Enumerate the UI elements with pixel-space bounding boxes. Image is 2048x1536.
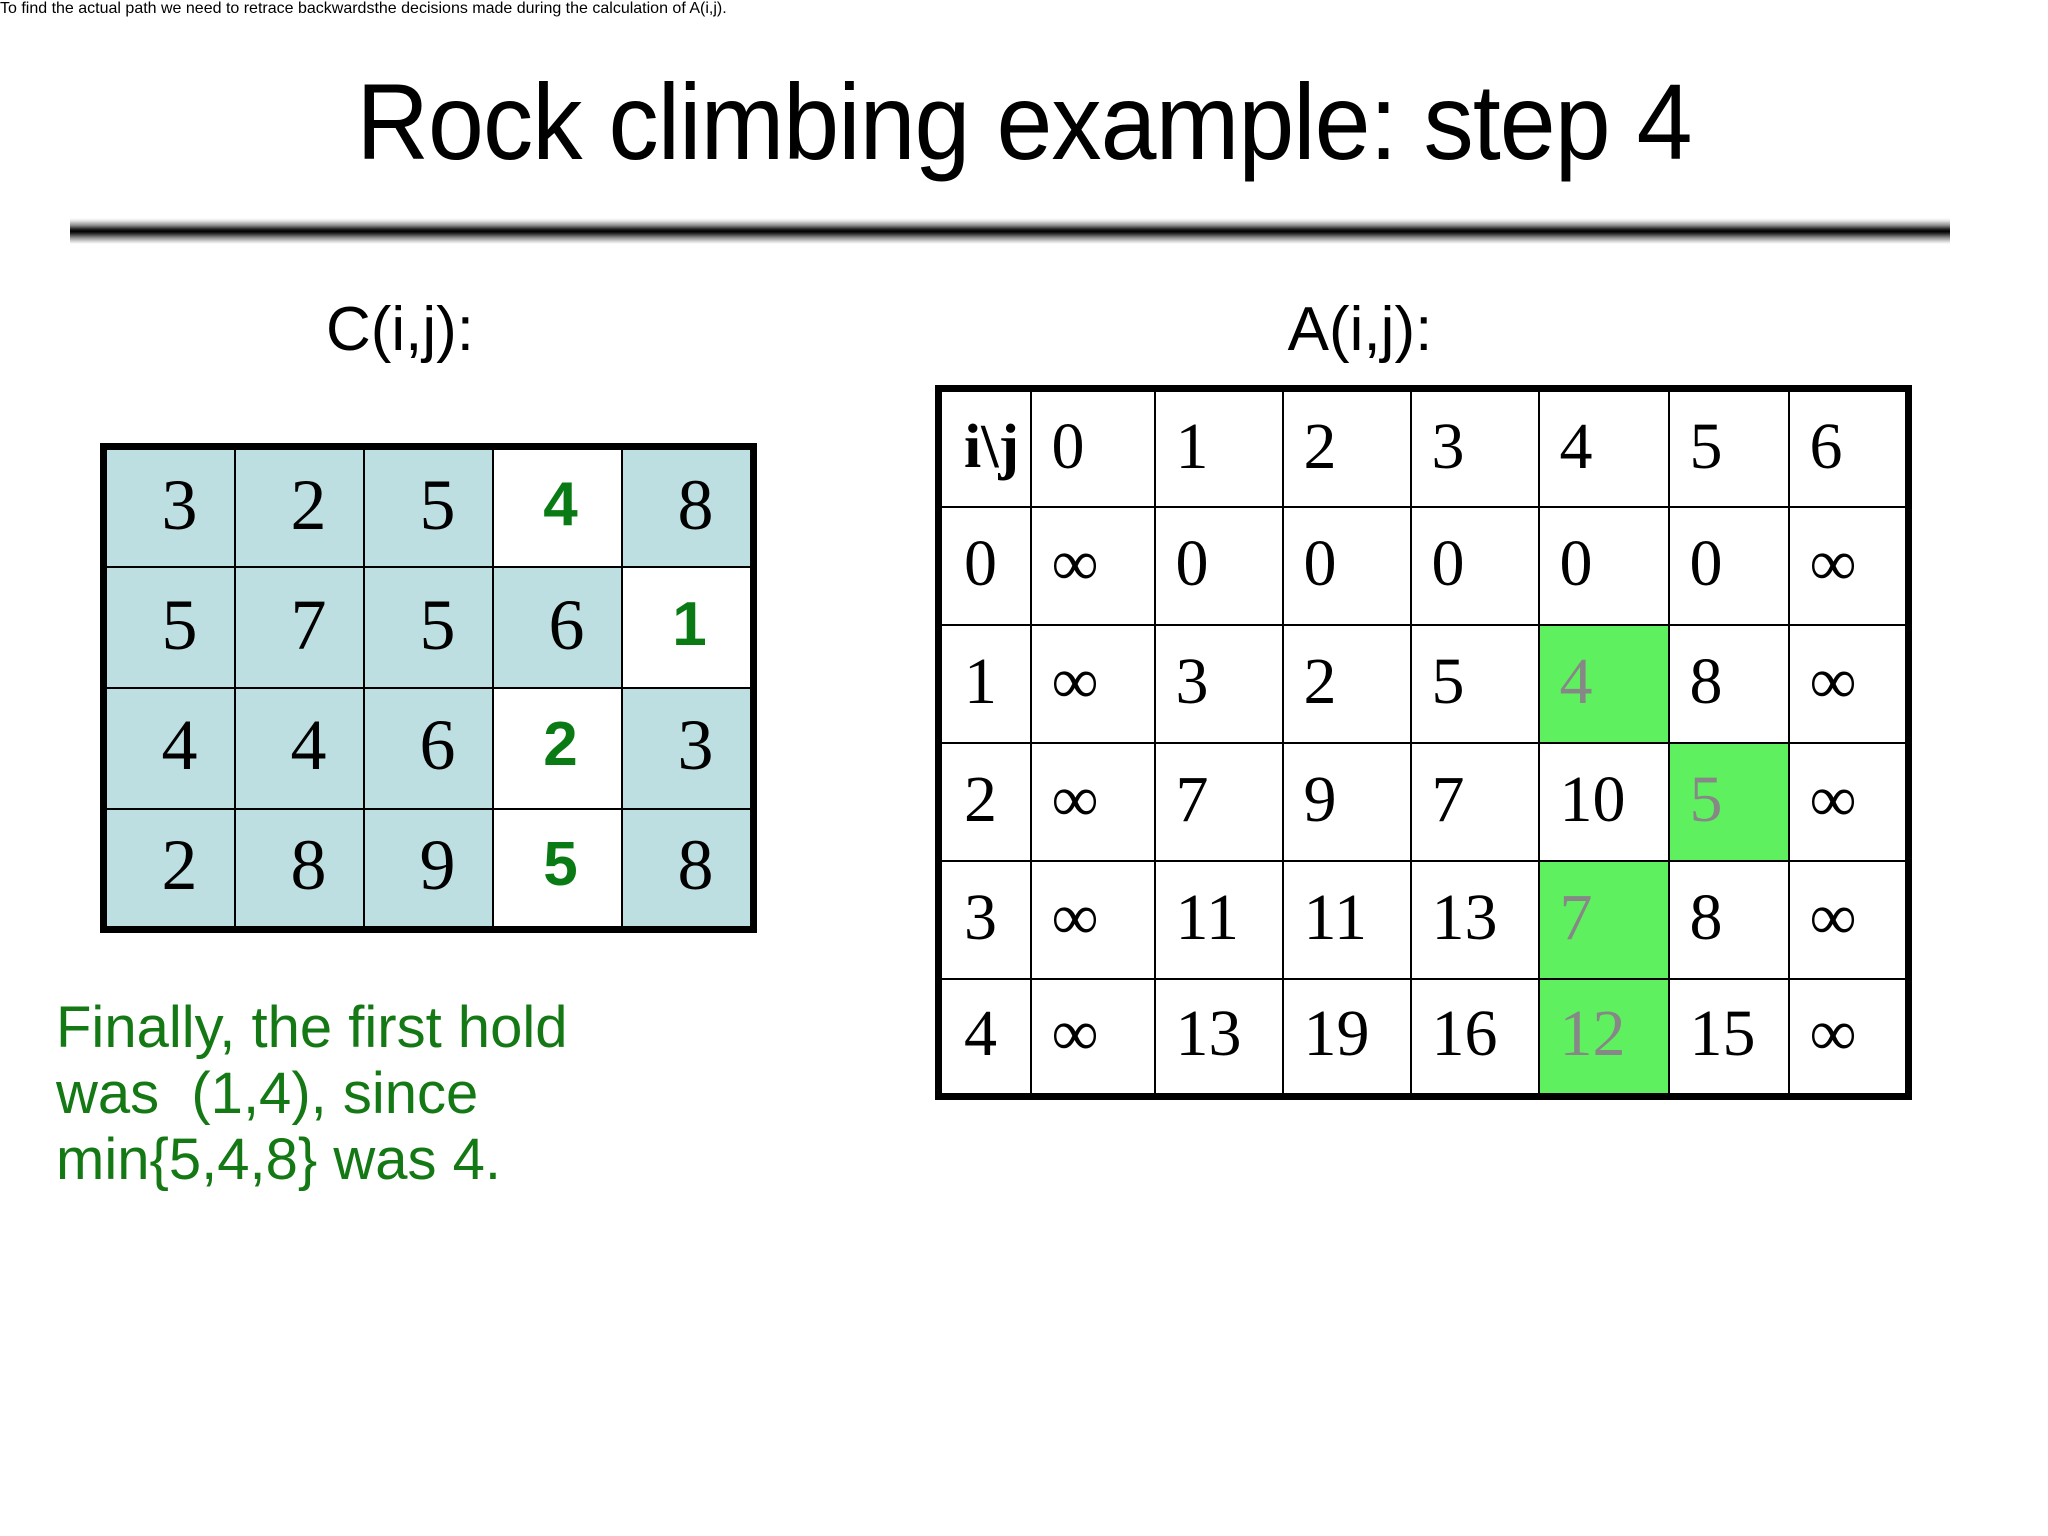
table-row: 2 ∞ 7 9 7 10 5 ∞ [937, 741, 1910, 862]
a-cell-r4c5: 15 [1667, 977, 1790, 1098]
c-cell-r0c0: 3 [102, 445, 236, 569]
c-cell-r3c2: 9 [362, 807, 494, 931]
a-cell-r2c0: ∞ [1029, 741, 1156, 862]
a-cell-r2c6: ∞ [1787, 741, 1910, 862]
c-cell-r3c4: 8 [621, 807, 755, 931]
a-cell-r0c3: 0 [1409, 505, 1540, 626]
a-cell-r3c5: 8 [1667, 859, 1790, 980]
table-row: 1 ∞ 3 2 5 4 8 ∞ [937, 623, 1910, 744]
c-cell-r3c3-chosen: 5 [491, 807, 624, 931]
a-cell-r2c5-highlighted: 5 [1667, 741, 1790, 862]
a-cell-r3c2: 11 [1281, 859, 1412, 980]
table-row: 3 ∞ 11 11 13 7 8 ∞ [937, 859, 1910, 980]
table-row: 2 8 9 5 8 [102, 807, 755, 931]
footer-line-1: To find the actual path we need to retra… [0, 0, 375, 17]
a-cell-r1c2: 2 [1281, 623, 1412, 744]
c-cell-r3c0: 2 [102, 807, 236, 931]
a-cell-r0c5: 0 [1667, 505, 1790, 626]
a-cell-r1c3: 5 [1409, 623, 1540, 744]
c-matrix-table: 3 2 5 4 8 5 7 5 6 1 4 4 6 2 3 2 8 9 5 8 [100, 443, 757, 933]
c-cell-r1c1: 7 [233, 566, 365, 689]
a-col-header-6: 6 [1787, 387, 1910, 508]
a-cell-r4c0: ∞ [1029, 977, 1156, 1098]
c-cell-r0c2: 5 [362, 445, 494, 569]
c-cell-r1c0: 5 [102, 566, 236, 689]
a-col-header-2: 2 [1281, 387, 1412, 508]
c-cell-r2c1: 4 [233, 687, 365, 810]
title-divider [70, 218, 1950, 244]
a-cell-r1c4-highlighted: 4 [1537, 623, 1670, 744]
c-cell-r0c3-chosen: 4 [491, 445, 624, 569]
a-col-header-5: 5 [1667, 387, 1790, 508]
a-cell-r0c4: 0 [1537, 505, 1670, 626]
a-cell-r3c0: ∞ [1029, 859, 1156, 980]
a-cell-r2c1: 7 [1153, 741, 1284, 862]
a-corner-header: i\j [937, 387, 1032, 508]
a-cell-r2c2: 9 [1281, 741, 1412, 862]
a-col-header-1: 1 [1153, 387, 1284, 508]
a-row-header-4: 4 [937, 977, 1032, 1098]
c-cell-r2c2: 6 [362, 687, 494, 810]
c-cell-r0c4: 8 [621, 445, 755, 569]
c-cell-r1c3: 6 [491, 566, 624, 689]
a-cell-r2c3: 7 [1409, 741, 1540, 862]
c-cell-r2c3-chosen: 2 [491, 687, 624, 810]
a-row-header-3: 3 [937, 859, 1032, 980]
c-matrix-body: 3 2 5 4 8 5 7 5 6 1 4 4 6 2 3 2 8 9 5 8 [102, 445, 755, 931]
c-matrix-explanation: Finally, the first hold was (1,4), since… [56, 995, 696, 1193]
c-cell-r1c4-chosen: 1 [621, 566, 755, 689]
a-cell-r4c2: 19 [1281, 977, 1412, 1098]
a-cell-r0c1: 0 [1153, 505, 1284, 626]
a-header-row: i\j 0 1 2 3 4 5 6 [937, 387, 1910, 508]
footer-explanation: To find the actual path we need to retra… [0, 0, 2048, 18]
c-note-line-1: Finally, the first hold [56, 995, 568, 1060]
a-cell-r0c2: 0 [1281, 505, 1412, 626]
a-cell-r2c4: 10 [1537, 741, 1670, 862]
table-row: 4 4 6 2 3 [102, 687, 755, 810]
c-cell-r3c1: 8 [233, 807, 365, 931]
table-row: 4 ∞ 13 19 16 12 15 ∞ [937, 977, 1910, 1098]
c-note-line-3: min{5,4,8} was 4. [56, 1127, 501, 1192]
table-row: 0 ∞ 0 0 0 0 0 ∞ [937, 505, 1910, 626]
table-row: 3 2 5 4 8 [102, 445, 755, 569]
page-title: Rock climbing example: step 4 [356, 61, 1692, 182]
c-matrix-caption: C(i,j): [325, 295, 475, 364]
a-col-header-0: 0 [1029, 387, 1156, 508]
c-cell-r0c1: 2 [233, 445, 365, 569]
table-row: 5 7 5 6 1 [102, 566, 755, 689]
a-cell-r1c1: 3 [1153, 623, 1284, 744]
a-cell-r3c6: ∞ [1787, 859, 1910, 980]
a-cell-r1c6: ∞ [1787, 623, 1910, 744]
a-cell-r4c3: 16 [1409, 977, 1540, 1098]
a-matrix-body: i\j 0 1 2 3 4 5 6 0 ∞ 0 0 0 0 0 ∞ 1 ∞ 3 … [937, 387, 1910, 1098]
c-cell-r2c0: 4 [102, 687, 236, 810]
a-row-header-0: 0 [937, 505, 1032, 626]
c-note-line-2: was (1,4), since [56, 1061, 479, 1126]
a-matrix-table: i\j 0 1 2 3 4 5 6 0 ∞ 0 0 0 0 0 ∞ 1 ∞ 3 … [935, 385, 1912, 1100]
a-cell-r3c1: 11 [1153, 859, 1284, 980]
a-cell-r4c1: 13 [1153, 977, 1284, 1098]
a-cell-r1c5: 8 [1667, 623, 1790, 744]
a-matrix-caption: A(i,j): [1287, 295, 1433, 364]
a-row-header-1: 1 [937, 623, 1032, 744]
a-col-header-3: 3 [1409, 387, 1540, 508]
footer-line-2: the decisions made during the calculatio… [374, 0, 727, 17]
a-cell-r3c3: 13 [1409, 859, 1540, 980]
a-cell-r4c6: ∞ [1787, 977, 1910, 1098]
c-cell-r1c2: 5 [362, 566, 494, 689]
a-col-header-4: 4 [1537, 387, 1670, 508]
c-cell-r2c4: 3 [621, 687, 755, 810]
a-cell-r1c0: ∞ [1029, 623, 1156, 744]
a-cell-r0c0: ∞ [1029, 505, 1156, 626]
a-cell-r4c4-highlighted: 12 [1537, 977, 1670, 1098]
a-cell-r0c6: ∞ [1787, 505, 1910, 626]
a-cell-r3c4-highlighted: 7 [1537, 859, 1670, 980]
a-row-header-2: 2 [937, 741, 1032, 862]
